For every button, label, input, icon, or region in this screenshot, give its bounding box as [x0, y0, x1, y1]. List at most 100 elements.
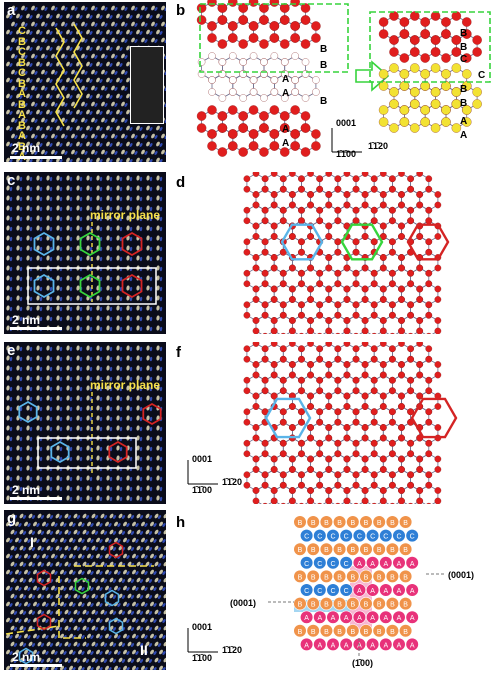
atom-column [145, 545, 150, 551]
atom-column [36, 315, 40, 321]
atom-column [114, 55, 118, 59]
atom-column [105, 537, 109, 543]
atom-column [136, 185, 140, 191]
atom-column [73, 593, 78, 599]
atom-column [90, 635, 94, 639]
atom-column [56, 445, 60, 451]
atom-column [49, 386, 53, 392]
atom-column [157, 643, 162, 647]
atom-column [64, 641, 69, 647]
atom-column [90, 619, 94, 623]
atom-column [136, 255, 140, 261]
atom-column [96, 315, 100, 321]
atom-column [61, 133, 65, 139]
layer-atom-label: B [311, 602, 316, 609]
atom-column [163, 657, 166, 663]
atom-column [29, 396, 33, 402]
atom-column [81, 539, 85, 543]
atom [228, 105, 238, 115]
atom-column [6, 475, 10, 481]
atom-column [144, 667, 148, 670]
atom-column [76, 325, 80, 331]
atom-column [14, 55, 18, 59]
atom [316, 332, 324, 340]
atom-column [79, 256, 83, 262]
atom-column [146, 345, 150, 351]
atom-column [6, 61, 10, 67]
layer-atom [346, 624, 360, 638]
atom-column [31, 117, 35, 123]
atom [289, 424, 296, 431]
atom [307, 455, 314, 463]
atom-column [79, 446, 83, 452]
atom-column [131, 21, 135, 27]
atom-column [146, 485, 150, 491]
atom-column [154, 39, 158, 43]
atom [398, 392, 405, 400]
layer-label: B [460, 84, 467, 95]
atom-column [162, 619, 166, 623]
atom-column [136, 345, 140, 351]
atom [252, 222, 260, 230]
atom-column [33, 585, 37, 591]
atom-column [54, 619, 58, 623]
atom [279, 311, 287, 319]
atom-column [29, 31, 33, 35]
atom-column [163, 513, 166, 519]
atom-column [79, 456, 83, 462]
atom-column [90, 651, 94, 655]
atom-column [76, 275, 80, 281]
atom-column [31, 101, 35, 107]
atom-column [29, 206, 33, 212]
layer-atom-label: B [337, 574, 342, 581]
atom [343, 424, 351, 431]
atom-column [10, 529, 15, 535]
atom-column [33, 569, 37, 575]
layer-atom [346, 569, 360, 584]
atom-column [94, 659, 99, 663]
atom [307, 424, 314, 431]
atom [325, 424, 333, 431]
atom-column [42, 537, 46, 543]
atom [307, 233, 314, 240]
stacking-letter: A [18, 109, 26, 121]
atom-column [129, 446, 133, 452]
atom-column [69, 633, 73, 639]
atom-column [56, 235, 60, 241]
atom-column [66, 375, 70, 381]
axis-vertical: 0001 [192, 454, 213, 464]
atom-column [144, 39, 148, 43]
atom [407, 206, 414, 214]
atom-column [109, 561, 114, 567]
atom-column [19, 286, 23, 292]
atom-column [36, 425, 40, 431]
atom-column [6, 215, 10, 221]
atom [370, 387, 378, 395]
atom-column [159, 496, 163, 502]
atom-column [9, 95, 13, 99]
atom-column [79, 326, 83, 332]
atom-column [99, 619, 103, 623]
atom-column [66, 305, 70, 311]
atom-column [117, 667, 121, 670]
layer-atom-label: B [311, 629, 316, 636]
atom-column [39, 236, 43, 242]
atom [398, 201, 405, 209]
atom-column [44, 151, 48, 155]
atom-column [66, 225, 70, 231]
atom-column [87, 521, 91, 527]
atom [243, 175, 251, 183]
atom [298, 408, 305, 416]
atom [425, 408, 433, 416]
atom-column [89, 206, 93, 212]
atom-column [103, 627, 108, 631]
atom-column [127, 577, 132, 583]
atom-column [149, 236, 153, 242]
atom-column [13, 563, 18, 567]
atom [370, 206, 378, 214]
atom-column [9, 466, 13, 472]
atom-column [66, 415, 70, 421]
atom [239, 94, 247, 102]
atom-column [36, 539, 40, 543]
atom-column [6, 649, 10, 655]
